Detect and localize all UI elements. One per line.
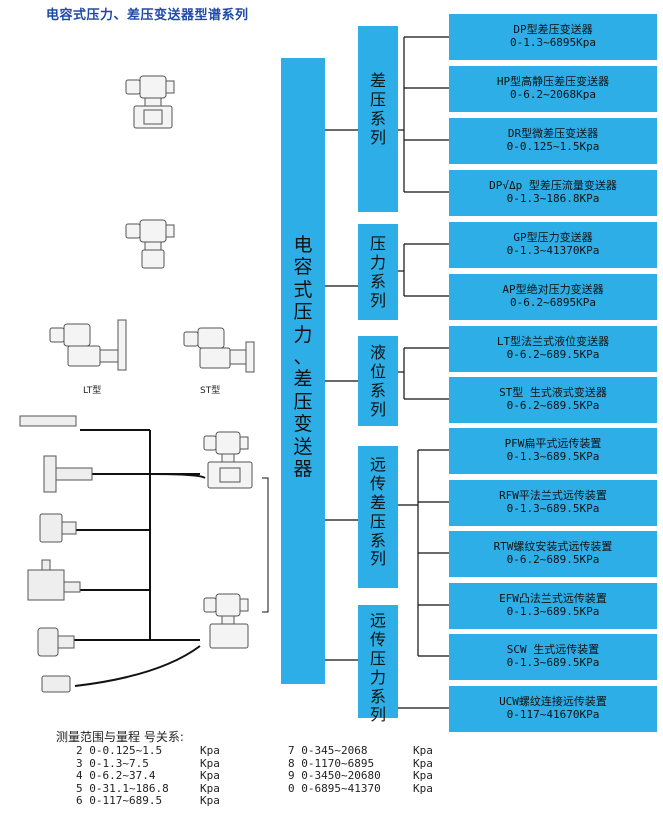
legend-unit: Kpa — [200, 781, 220, 795]
legend-range: 2 0-0.125~1.5 — [76, 744, 163, 757]
main-series-label: 电 容 式 压 力 、 差 压 变 送 器 — [293, 234, 313, 481]
product-name: EFW凸法兰式远传装置 — [499, 592, 607, 605]
st-transmitter-image — [183, 327, 255, 373]
product-name: AP型绝对压力变送器 — [502, 283, 604, 296]
product-name: UCW螺纹连接远传装置 — [499, 695, 607, 708]
product-range: 0-1.3~689.5KPa — [506, 450, 600, 463]
product-box-efw: EFW凸法兰式远传装置 0-1.3~689.5KPa — [449, 583, 657, 629]
lt-transmitter-image — [49, 319, 127, 371]
legend-unit: Kpa — [413, 769, 433, 783]
product-name: GP型压力变送器 — [513, 231, 593, 244]
product-name: PFW扁平式远传装置 — [504, 437, 602, 450]
product-box-lt: LT型法兰式液位变送器 0-6.2~689.5KPa — [449, 326, 657, 372]
product-box-dp: DP型差压变送器 0-1.3~6895Kpa — [449, 14, 657, 60]
remote-seal-parts-image — [19, 415, 93, 693]
product-range: 0-6.2~689.5KPa — [506, 399, 600, 412]
product-box-gp: GP型压力变送器 0-1.3~41370KPa — [449, 222, 657, 268]
product-range: 0-1.3~689.5KPa — [506, 656, 600, 669]
category-label: 远 传 压 力 系 列 — [369, 611, 386, 725]
legend-row: 6 0-117~689.5 Kpa — [76, 795, 276, 808]
product-name: HP型高静压差压变送器 — [496, 75, 610, 88]
legend-unit: Kpa — [413, 744, 433, 757]
product-name: LT型法兰式液位变送器 — [496, 335, 610, 348]
category-label: 压 力 系 列 — [369, 234, 386, 310]
dp-transmitter-image — [125, 75, 175, 129]
category-pressure-series: 压 力 系 列 — [358, 224, 398, 320]
legend-unit: Kpa — [413, 781, 433, 795]
legend-range: 5 0-31.1~186.8 — [76, 781, 169, 795]
category-remote-dp-series: 远 传 差 压 系 列 — [358, 446, 398, 588]
product-name: DR型微差压变送器 — [507, 127, 599, 140]
legend-unit: Kpa — [413, 756, 433, 770]
product-box-st: ST型 生式液式变送器 0-6.2~689.5KPa — [449, 377, 657, 423]
legend-unit: Kpa — [200, 769, 220, 783]
category-label: 液 位 系 列 — [369, 343, 386, 419]
legend-range: 6 0-117~689.5 — [76, 794, 163, 808]
product-box-pfw: PFW扁平式远传装置 0-1.3~689.5KPa — [449, 428, 657, 474]
legend-unit: Kpa — [200, 794, 220, 808]
legend-title: 测量范围与量程 号关系: — [56, 730, 184, 744]
legend-range: 4 0-6.2~37.4 — [76, 769, 156, 783]
page-title: 电容式压力、差压变送器型谱系列 — [46, 8, 249, 23]
legend-range: 9 0-3450~20680 — [288, 769, 381, 783]
main-series-box: 电 容 式 压 力 、 差 压 变 送 器 — [281, 58, 325, 684]
remote-gp-transmitter-image — [203, 593, 249, 649]
legend-row: 5 0-31.1~186.8 Kpa — [76, 781, 276, 796]
product-range: 0-1.3~186.8KPa — [506, 192, 600, 205]
legend-row: 2 0-0.125~1.5 Kpa — [76, 744, 276, 758]
product-name: SCW 生式远传装置 — [506, 643, 600, 656]
product-range: 0-1.3~689.5KPa — [506, 502, 600, 515]
legend-range: 8 0-1170~6895 — [288, 756, 375, 770]
legend-unit: Kpa — [200, 744, 220, 757]
product-range: 0-117~41670KPa — [506, 708, 600, 721]
product-box-ap: AP型绝对压力变送器 0-6.2~6895KPa — [449, 274, 657, 320]
product-range: 0-0.125~1.5Kpa — [506, 140, 600, 153]
legend-row: 3 0-1.3~7.5 Kpa — [76, 756, 276, 771]
legend-range: 3 0-1.3~7.5 — [76, 756, 149, 770]
product-name: RFW平法兰式远传装置 — [499, 489, 607, 502]
category-dp-series: 差 压 系 列 — [358, 26, 398, 212]
product-range: 0-1.3~41370KPa — [506, 244, 600, 257]
legend-unit: Kpa — [200, 756, 220, 770]
legend-row: 7 0-345~2068 Kpa — [288, 744, 488, 758]
legend-row: 0 0-6895~41370 Kpa — [288, 781, 488, 796]
product-box-rtw: RTW螺纹安装式远传装置 0-6.2~689.5KPa — [449, 531, 657, 577]
product-range: 0-1.3~6895Kpa — [509, 36, 597, 49]
category-label: 差 压 系 列 — [369, 71, 386, 147]
product-box-dr: DR型微差压变送器 0-0.125~1.5Kpa — [449, 118, 657, 164]
category-label: 远 传 差 压 系 列 — [369, 455, 386, 569]
legend-range: 7 0-345~2068 — [288, 744, 368, 757]
product-range: 0-6.2~689.5KPa — [506, 348, 600, 361]
legend-row: 8 0-1170~6895 Kpa — [288, 756, 488, 771]
product-range: 0-6.2~689.5KPa — [506, 553, 600, 566]
category-remote-pressure-series: 远 传 压 力 系 列 — [358, 605, 398, 724]
product-box-scw: SCW 生式远传装置 0-1.3~689.5KPa — [449, 634, 657, 680]
product-box-dp-flow: DP√Δp 型差压流量变送器 0-1.3~186.8KPa — [449, 170, 657, 216]
st-image-label: ST型 — [200, 386, 221, 396]
product-range: 0-6.2~6895KPa — [509, 296, 597, 309]
product-box-hp: HP型高静压差压变送器 0-6.2~2068Kpa — [449, 66, 657, 112]
remote-dp-transmitter-image — [203, 431, 253, 489]
lt-image-label: LT型 — [83, 386, 102, 396]
legend-row: 4 0-6.2~37.4 Kpa — [76, 770, 276, 783]
product-name: DP√Δp 型差压流量变送器 — [489, 179, 617, 192]
product-name: DP型差压变送器 — [513, 23, 593, 36]
product-name: RTW螺纹安装式远传装置 — [493, 540, 613, 553]
legend-range: 0 0-6895~41370 — [288, 781, 381, 795]
product-range: 0-1.3~689.5KPa — [506, 605, 600, 618]
category-level-series: 液 位 系 列 — [358, 336, 398, 426]
legend-row: 9 0-3450~20680 Kpa — [288, 770, 488, 783]
product-box-ucw: UCW螺纹连接远传装置 0-117~41670KPa — [449, 686, 657, 732]
gp-transmitter-image — [125, 219, 175, 269]
product-range: 0-6.2~2068Kpa — [509, 88, 597, 101]
product-box-rfw: RFW平法兰式远传装置 0-1.3~689.5KPa — [449, 480, 657, 526]
product-name: ST型 生式液式变送器 — [499, 386, 607, 399]
